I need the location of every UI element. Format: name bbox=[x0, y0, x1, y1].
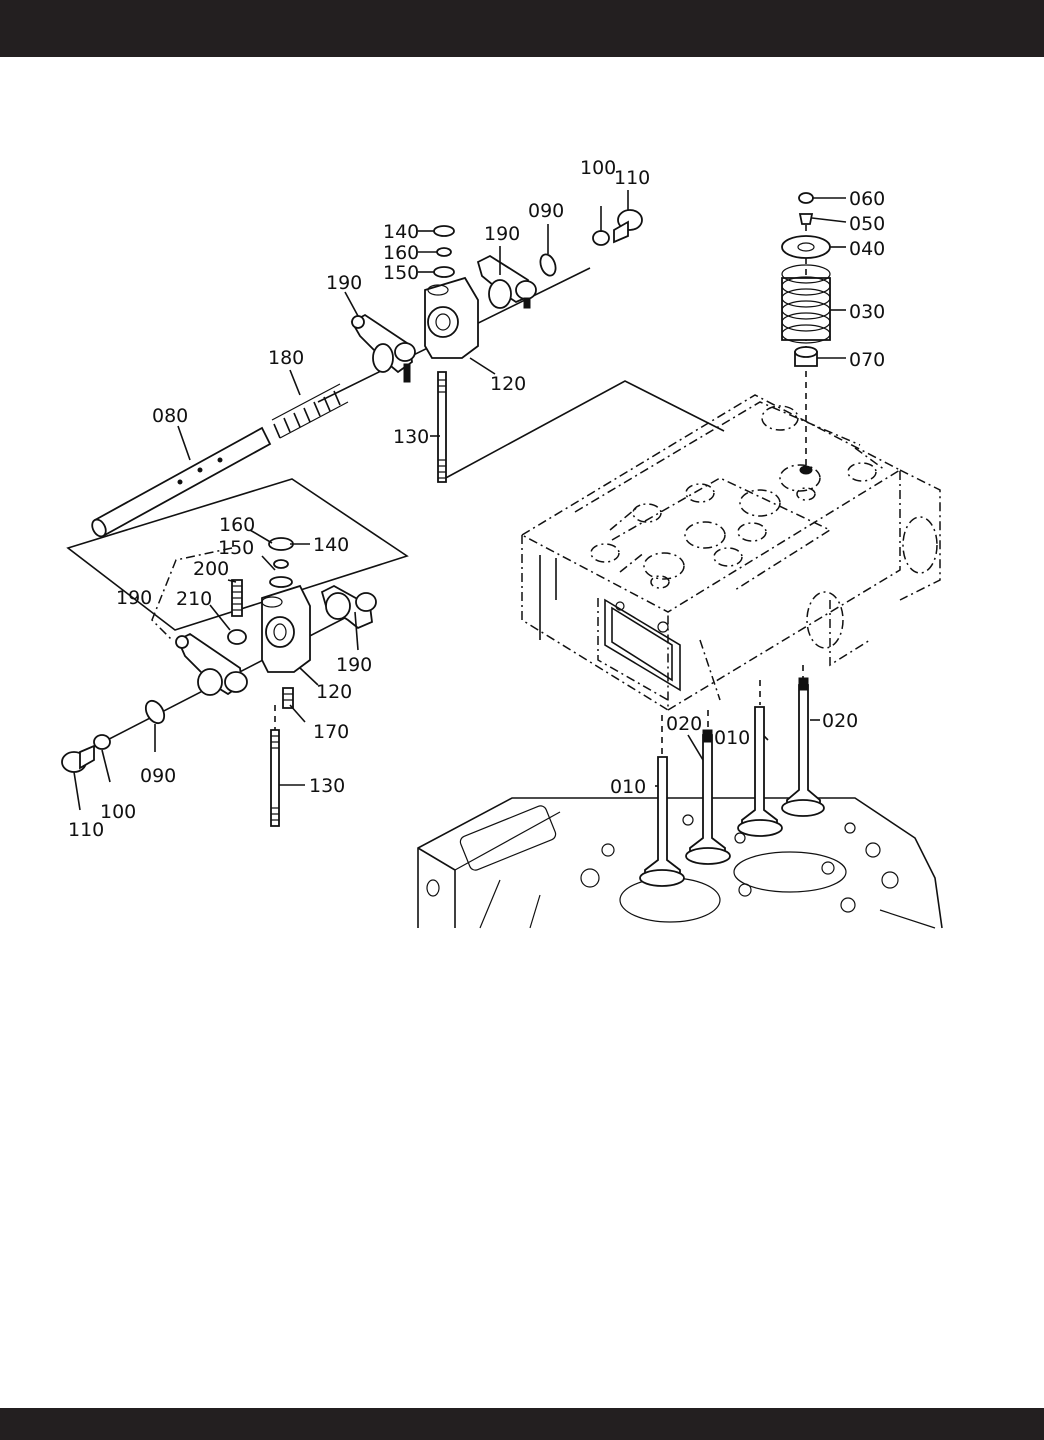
footer-bar bbox=[0, 1408, 1044, 1440]
callout-190-lower-right: 190 bbox=[336, 654, 372, 676]
callout-020-right: 020 bbox=[822, 710, 858, 732]
callout-130-lower: 130 bbox=[309, 775, 345, 797]
spring-180 bbox=[271, 383, 349, 439]
rocker-bracket-upper bbox=[424, 276, 479, 359]
valve-exhaust-right bbox=[781, 677, 825, 817]
callout-020-left: 020 bbox=[666, 713, 702, 735]
valve-intake-right bbox=[737, 706, 783, 837]
callout-160-lower: 160 bbox=[219, 514, 255, 536]
callout-040: 040 bbox=[849, 238, 885, 260]
rocker-arm-lower-left bbox=[175, 632, 248, 696]
callout-140-upper: 140 bbox=[383, 221, 419, 243]
callout-070: 070 bbox=[849, 349, 885, 371]
callout-150-upper: 150 bbox=[383, 262, 419, 284]
callout-090-lower: 090 bbox=[140, 765, 176, 787]
callout-130-upper: 130 bbox=[393, 426, 429, 448]
pin-170 bbox=[282, 687, 294, 709]
stud-upper bbox=[437, 371, 447, 483]
callout-170: 170 bbox=[313, 721, 349, 743]
rocker-bracket-lower bbox=[261, 584, 311, 673]
rocker-arm-lower-right bbox=[320, 584, 377, 630]
frame-line-left bbox=[66, 478, 409, 631]
callout-050: 050 bbox=[849, 213, 885, 235]
washers-lower bbox=[268, 537, 294, 588]
header-bar bbox=[0, 0, 1044, 57]
cylinder-head bbox=[520, 394, 941, 712]
valve-intake-left bbox=[639, 756, 685, 887]
upper-rocker-assembly bbox=[91, 209, 643, 538]
callout-120-lower: 120 bbox=[316, 681, 352, 703]
callout-190-upper-left: 190 bbox=[326, 272, 362, 294]
callout-010-right: 010 bbox=[714, 727, 750, 749]
callout-200: 200 bbox=[193, 558, 229, 580]
washer-100-upper bbox=[592, 230, 610, 246]
callout-100-upper: 100 bbox=[580, 157, 616, 179]
callout-180: 180 bbox=[268, 347, 304, 369]
callout-030: 030 bbox=[849, 301, 885, 323]
callout-190-upper-right: 190 bbox=[484, 223, 520, 245]
callout-190-lower-left: 190 bbox=[116, 587, 152, 609]
rocker-shaft bbox=[91, 426, 272, 538]
callout-100-lower: 100 bbox=[100, 801, 136, 823]
callout-210: 210 bbox=[176, 588, 212, 610]
callout-110-upper: 110 bbox=[614, 167, 650, 189]
rocker-arm-upper-left bbox=[350, 313, 416, 383]
rocker-arm-upper-right bbox=[476, 254, 537, 309]
callout-labels: 060 050 040 030 070 100 110 090 190 140 … bbox=[68, 157, 885, 841]
cylinder-block bbox=[417, 797, 943, 929]
callout-120-upper: 120 bbox=[490, 373, 526, 395]
washers-upper bbox=[433, 225, 455, 278]
callout-090-upper: 090 bbox=[528, 200, 564, 222]
callout-150-lower: 150 bbox=[218, 537, 254, 559]
lower-rocker-assembly bbox=[61, 537, 377, 827]
washer-090-upper bbox=[539, 253, 557, 277]
valve-exhaust-left bbox=[685, 729, 731, 865]
callout-060: 060 bbox=[849, 188, 885, 210]
callout-140-lower: 140 bbox=[313, 534, 349, 556]
callout-080: 080 bbox=[152, 405, 188, 427]
nut-210 bbox=[227, 629, 247, 645]
valve-spring-assembly bbox=[781, 192, 831, 475]
washer-090-lower bbox=[144, 699, 166, 725]
adjust-screw-200 bbox=[231, 579, 243, 617]
exploded-parts-diagram: 060 050 040 030 070 100 110 090 190 140 … bbox=[61, 157, 943, 929]
stud-lower bbox=[270, 705, 280, 827]
frame-line-right bbox=[441, 380, 725, 481]
callout-110-lower: 110 bbox=[68, 819, 104, 841]
washer-100-lower bbox=[93, 734, 111, 750]
plug-110-lower bbox=[61, 744, 95, 773]
valves bbox=[639, 665, 825, 887]
callout-010-left: 010 bbox=[610, 776, 646, 798]
plug-110-upper bbox=[613, 209, 643, 244]
callout-160-upper: 160 bbox=[383, 242, 419, 264]
leader-lines bbox=[73, 190, 847, 811]
